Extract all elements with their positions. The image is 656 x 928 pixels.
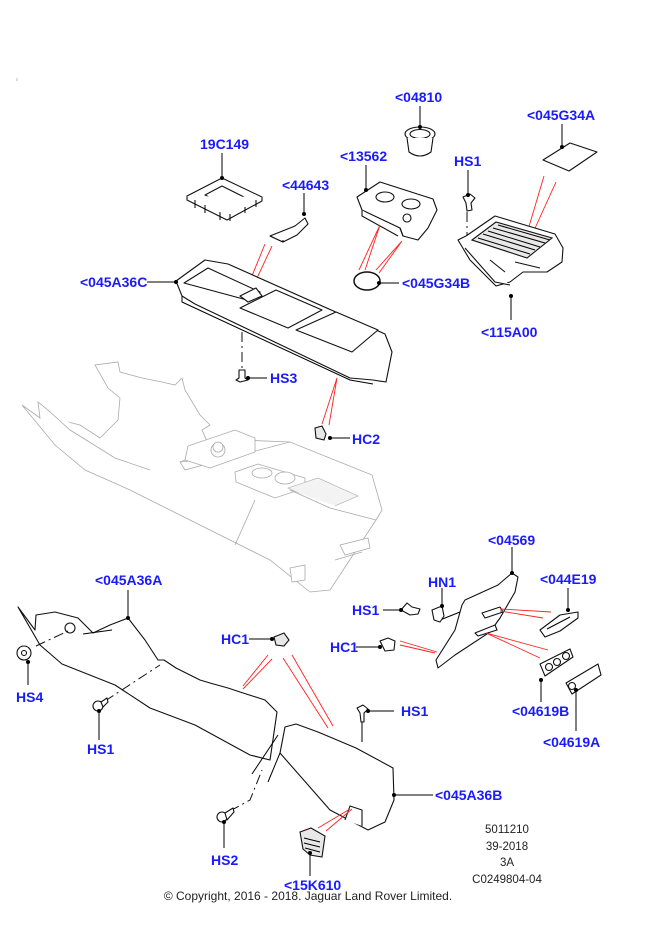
label-HS1-top[interactable]: HS1 — [454, 153, 481, 169]
part-HN1-nut[interactable] — [431, 605, 445, 623]
console-reference-ghost — [21, 361, 383, 593]
label-044E19[interactable]: <044E19 — [540, 571, 597, 587]
part-045G34A-pad[interactable] — [542, 142, 598, 172]
metadata-line-2: 39-2018 — [485, 840, 529, 853]
label-045A36A[interactable]: <045A36A — [95, 572, 162, 588]
label-HS4[interactable]: HS4 — [16, 689, 43, 705]
part-04619A-blank-bezel[interactable] — [565, 663, 602, 695]
part-04810-cup-insert[interactable] — [404, 126, 436, 157]
label-HS1-mid[interactable]: HS1 — [352, 602, 379, 618]
part-HC1-clip-left[interactable] — [273, 632, 290, 647]
part-19C149-bezel[interactable] — [186, 177, 263, 221]
part-115A00-storage-bin[interactable] — [457, 215, 564, 287]
dash-line-hs1-lower — [104, 664, 161, 702]
label-HN1[interactable]: HN1 — [428, 574, 456, 590]
dash-line-hs2 — [229, 769, 263, 812]
part-HS1-right-screw[interactable] — [356, 704, 369, 723]
drawing-metadata: 5011210 39-2018 3A C0249804-04 — [452, 822, 562, 888]
label-04619B[interactable]: <04619B — [512, 703, 569, 719]
part-HS1-mid-screw[interactable] — [400, 602, 421, 616]
label-04619A[interactable]: <04619A — [543, 734, 600, 750]
label-HS1-lower[interactable]: HS1 — [87, 741, 114, 757]
label-HC1-right[interactable]: HC1 — [330, 639, 358, 655]
part-HC1-clip-right[interactable] — [379, 637, 396, 652]
part-HS4-screw[interactable] — [16, 645, 32, 661]
part-15K610-vent[interactable] — [299, 827, 326, 858]
part-44643-trim[interactable] — [269, 217, 309, 243]
part-13562-cup-holder[interactable] — [356, 181, 438, 241]
label-04810[interactable]: <04810 — [395, 89, 442, 105]
label-04569[interactable]: <04569 — [488, 532, 535, 548]
dash-line-hs4 — [35, 630, 69, 647]
label-115A00[interactable]: <115A00 — [481, 324, 538, 340]
label-HC2[interactable]: HC2 — [352, 431, 380, 447]
part-045G34B-ring[interactable] — [353, 271, 381, 291]
label-HS1-right[interactable]: HS1 — [401, 703, 428, 719]
part-HS1-lower-screw[interactable] — [92, 697, 109, 712]
label-045A36B[interactable]: <045A36B — [435, 787, 502, 803]
part-HS2-screw[interactable] — [216, 807, 235, 823]
part-04619B-knob-bezel[interactable] — [539, 648, 574, 677]
label-HS3[interactable]: HS3 — [270, 370, 297, 386]
metadata-line-3: 3A — [499, 857, 515, 869]
label-045A36C[interactable]: <045A36C — [80, 274, 147, 290]
label-44643[interactable]: <44643 — [282, 177, 329, 193]
metadata-line-4: C0249804-04 — [472, 873, 542, 886]
part-044E19-switch-strip[interactable] — [539, 611, 579, 638]
label-045G34A[interactable]: <045G34A — [527, 107, 595, 123]
copyright-notice: © Copyright, 2016 - 2018. Jaguar Land Ro… — [163, 889, 453, 903]
part-HC2-clip[interactable] — [314, 425, 327, 441]
label-HC1-left[interactable]: HC1 — [221, 631, 249, 647]
label-13562[interactable]: <13562 — [340, 148, 387, 164]
part-045A36C-console-top[interactable] — [175, 259, 393, 385]
label-15K610[interactable]: <15K610 — [284, 877, 341, 893]
part-HS1-top-screw[interactable] — [462, 193, 476, 212]
part-HS3-screw[interactable] — [235, 369, 249, 383]
label-19C149[interactable]: 19C149 — [200, 136, 249, 152]
label-HS2[interactable]: HS2 — [211, 852, 238, 868]
label-045G34B[interactable]: <045G34B — [402, 275, 470, 291]
metadata-line-1: 5011210 — [485, 824, 529, 836]
part-045A36A-left-side-panel[interactable] — [17, 606, 278, 761]
